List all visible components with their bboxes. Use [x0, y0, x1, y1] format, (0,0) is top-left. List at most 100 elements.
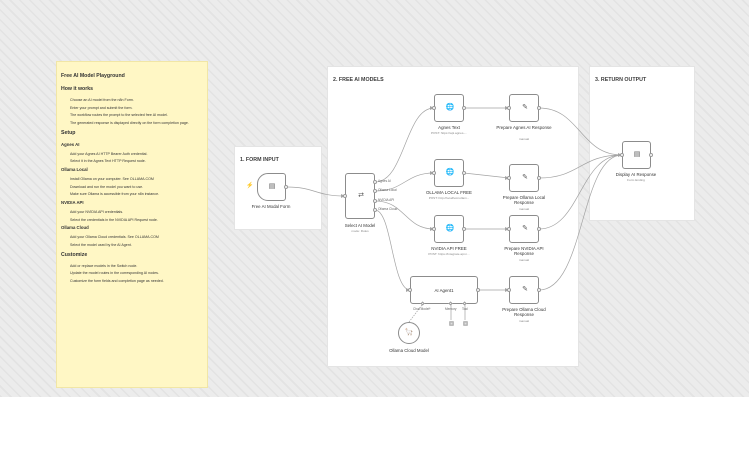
node-form-trigger[interactable]: ▤ — [257, 173, 286, 201]
output-port[interactable] — [537, 176, 541, 180]
output-port[interactable] — [649, 153, 653, 157]
node-agnes-text[interactable]: 🌐 — [434, 94, 464, 122]
ollama-local-steps-list: Install Ollama on your computer. See OLL… — [61, 177, 203, 197]
node-label: Display AI Response — [615, 172, 657, 177]
pen-icon: ✎ — [522, 225, 528, 232]
form-icon: ▤ — [268, 183, 276, 190]
node-select-ai-model[interactable]: ⇄ — [345, 173, 375, 219]
output-port[interactable] — [537, 227, 541, 231]
nvidia-steps-list: Add your NVIDIA API credentials. Select … — [61, 210, 203, 222]
list-item: Add your NVIDIA API credentials. — [70, 210, 124, 214]
node-ollama-local[interactable]: 🌐 — [434, 159, 464, 187]
input-port[interactable] — [507, 106, 511, 110]
output-port[interactable] — [373, 199, 377, 203]
node-subtitle: mode: Rules — [351, 229, 369, 233]
list-item: Customize the form fields and completion… — [70, 278, 164, 283]
pen-icon: ✎ — [522, 104, 528, 111]
node-label: OLLAMA LOCAL FREE — [426, 190, 472, 195]
input-port[interactable] — [408, 288, 412, 292]
section-title: 2. FREE AI MODELS — [333, 77, 384, 83]
list-item: Choose an AI model from the n8n Form. — [70, 98, 134, 102]
node-subtitle: POST: https://integrate.api.n... — [428, 252, 470, 256]
output-port[interactable] — [462, 171, 466, 175]
node-label: Free AI Modal Form — [251, 204, 291, 209]
node-subtitle: Form Ending — [627, 178, 645, 182]
add-memory-button[interactable]: + — [449, 321, 454, 326]
node-label: Prepare Ollama Cloud Response — [502, 307, 546, 317]
globe-icon: 🌐 — [445, 169, 455, 176]
node-label: Prepare Ollama Local Response — [502, 195, 546, 205]
pen-icon: ✎ — [522, 174, 528, 181]
input-port[interactable] — [432, 171, 436, 175]
node-ai-agent[interactable]: AI Agent1 — [410, 276, 478, 304]
ollama-cloud-steps-list: Add your Ollama Cloud credentials. See O… — [61, 235, 203, 247]
setup-heading: Setup — [61, 129, 76, 136]
output-label: Agnes AI — [378, 179, 391, 183]
output-port[interactable] — [476, 288, 480, 292]
list-item: Download and run the model you want to u… — [70, 184, 144, 189]
node-subtitle: manual — [518, 258, 530, 262]
customize-heading: Customize — [61, 251, 88, 258]
node-label: Ollama Cloud Model — [389, 348, 429, 353]
customize-steps-list: Add or replace models in the Switch node… — [61, 264, 203, 284]
list-item: The generated response is displayed dire… — [70, 121, 189, 126]
output-label: NVIDIA API — [378, 198, 395, 202]
how-it-works-heading: How it works — [61, 86, 93, 92]
output-port[interactable] — [373, 180, 377, 184]
output-port[interactable] — [373, 189, 377, 193]
port-label: Chat Model* — [413, 307, 431, 311]
output-port[interactable] — [462, 227, 466, 231]
node-prepare-ollama-cloud[interactable]: ✎ — [509, 276, 539, 304]
output-port[interactable] — [373, 208, 377, 212]
input-port[interactable] — [620, 153, 624, 157]
add-tool-button[interactable]: + — [463, 321, 468, 326]
form-icon: ▤ — [633, 151, 641, 158]
list-item: Make sure Ollama is accessible from your… — [70, 192, 160, 197]
list-item: The workflow routes the prompt to the se… — [70, 113, 168, 118]
input-port[interactable] — [432, 106, 436, 110]
globe-icon: 🌐 — [445, 225, 455, 232]
pen-icon: ✎ — [522, 286, 528, 293]
node-ollama-cloud-model[interactable]: 🦙 — [398, 322, 420, 344]
node-display-ai-response[interactable]: ▤ — [622, 141, 651, 169]
list-item: Select the model used by the AI Agent. — [70, 243, 132, 248]
list-item: Enter your prompt and submit the form. — [70, 105, 133, 110]
agnes-heading: Agnes AI — [61, 141, 80, 147]
input-port[interactable] — [507, 176, 511, 180]
sticky-note-instructions[interactable]: Free AI Model Playground How it works Ch… — [56, 61, 208, 388]
node-subtitle: manual — [518, 319, 530, 323]
node-prepare-agnes[interactable]: ✎ — [509, 94, 539, 122]
section-title: 1. FORM INPUT — [240, 157, 279, 163]
list-item: Add your Agnes AI HTTP Bearer Auth crede… — [70, 151, 148, 156]
nvidia-heading: NVIDIA API — [61, 200, 84, 205]
input-port[interactable] — [432, 227, 436, 231]
output-port[interactable] — [537, 106, 541, 110]
ollama-cloud-heading: Ollama Cloud — [61, 225, 89, 231]
output-port[interactable] — [284, 185, 288, 189]
node-prepare-nvidia[interactable]: ✎ — [509, 215, 539, 243]
list-item: Add your Ollama Cloud credentials. See O… — [70, 235, 159, 240]
node-subtitle: POST: http://localhost:ollam... — [428, 196, 470, 200]
lightning-icon: ⚡ — [246, 183, 254, 189]
workflow-canvas[interactable]: Free AI Model Playground How it works Ch… — [0, 0, 749, 397]
switch-icon: ⇄ — [358, 192, 364, 199]
ollama-icon: 🦙 — [404, 329, 414, 336]
input-port[interactable] — [343, 194, 347, 198]
output-port[interactable] — [462, 106, 466, 110]
node-label: Prepare Agnes AI Response — [496, 125, 552, 130]
node-subtitle: manual — [518, 137, 530, 141]
node-subtitle: POST: https://api.agnes-... — [430, 131, 468, 135]
globe-icon: 🌐 — [445, 104, 455, 111]
list-item: Select it in the Agnes Text HTTP Request… — [70, 159, 146, 164]
node-label: Select AI Model — [344, 223, 376, 228]
input-port[interactable] — [507, 227, 511, 231]
output-port[interactable] — [537, 288, 541, 292]
ollama-local-heading: Ollama Local — [61, 166, 88, 172]
node-nvidia-api[interactable]: 🌐 — [434, 215, 464, 243]
input-port[interactable] — [507, 288, 511, 292]
port-label: Tool — [462, 307, 468, 311]
node-prepare-ollama-local[interactable]: ✎ — [509, 164, 539, 192]
node-label: AI Agent1 — [434, 288, 454, 293]
node-label: Agnes Text — [438, 125, 460, 130]
node-subtitle: manual — [518, 207, 530, 211]
